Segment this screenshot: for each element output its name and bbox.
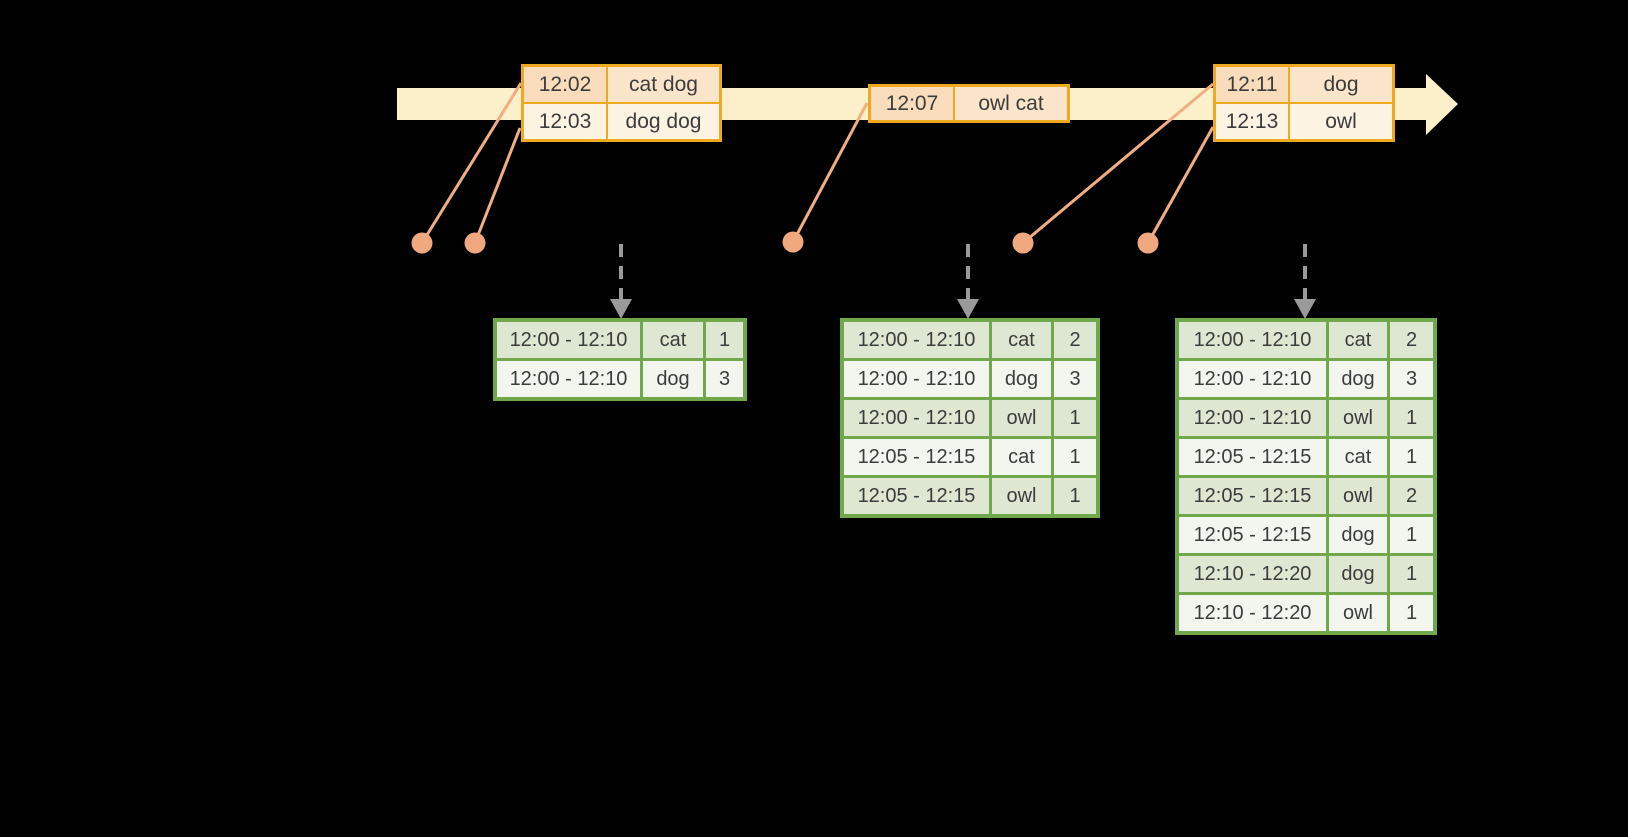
event-row: 12:13 owl — [1216, 104, 1392, 139]
word-cell: cat — [1329, 322, 1387, 358]
event-dot — [1137, 232, 1159, 254]
table-row: 12:00 - 12:10 cat 2 — [1179, 322, 1433, 358]
event-words: owl cat — [955, 87, 1067, 120]
table-row: 12:00 - 12:10 dog 3 — [844, 361, 1096, 397]
count-cell: 1 — [1390, 556, 1433, 592]
count-cell: 2 — [1390, 478, 1433, 514]
table-row: 12:05 - 12:15 owl 1 — [844, 478, 1096, 514]
event-time: 12:13 — [1216, 104, 1288, 139]
window-cell: 12:05 - 12:15 — [844, 439, 989, 475]
word-cell: dog — [1329, 517, 1387, 553]
event-box-3: 12:11 dog 12:13 owl — [1213, 64, 1395, 142]
window-cell: 12:05 - 12:15 — [1179, 478, 1326, 514]
count-cell: 3 — [706, 361, 743, 397]
table-row: 12:00 - 12:10 owl 1 — [844, 400, 1096, 436]
event-time: 12:11 — [1216, 67, 1288, 102]
trigger-arrowhead-icon — [610, 299, 632, 319]
timeline-arrowhead-icon — [1426, 74, 1458, 135]
count-cell: 1 — [706, 322, 743, 358]
event-words: dog — [1290, 67, 1392, 102]
event-dot — [782, 231, 804, 253]
event-dot — [464, 232, 486, 254]
window-cell: 12:00 - 12:10 — [497, 361, 640, 397]
event-box-1: 12:02 cat dog 12:03 dog dog — [521, 64, 722, 142]
count-cell: 1 — [1390, 517, 1433, 553]
event-row: 12:11 dog — [1216, 67, 1392, 102]
event-row: 12:02 cat dog — [524, 67, 719, 102]
window-cell: 12:05 - 12:15 — [1179, 517, 1326, 553]
word-cell: dog — [1329, 361, 1387, 397]
table-row: 12:00 - 12:10 owl 1 — [1179, 400, 1433, 436]
word-cell: dog — [643, 361, 703, 397]
event-words: owl — [1290, 104, 1392, 139]
event-dot — [411, 232, 433, 254]
connector-line — [473, 127, 522, 244]
connector-line — [1022, 82, 1214, 245]
count-cell: 2 — [1054, 322, 1096, 358]
event-time: 12:02 — [524, 67, 606, 102]
count-cell: 3 — [1390, 361, 1433, 397]
count-cell: 1 — [1054, 439, 1096, 475]
trigger-arrowhead-icon — [1294, 299, 1316, 319]
word-cell: owl — [1329, 478, 1387, 514]
count-cell: 1 — [1390, 595, 1433, 631]
count-cell: 1 — [1390, 400, 1433, 436]
word-cell: owl — [1329, 400, 1387, 436]
word-cell: cat — [1329, 439, 1387, 475]
word-cell: cat — [992, 322, 1051, 358]
window-cell: 12:00 - 12:10 — [1179, 322, 1326, 358]
event-dot — [1012, 232, 1034, 254]
word-cell: dog — [1329, 556, 1387, 592]
event-words: cat dog — [608, 67, 719, 102]
window-cell: 12:10 - 12:20 — [1179, 556, 1326, 592]
connector-line — [791, 102, 869, 243]
table-row: 12:05 - 12:15 dog 1 — [1179, 517, 1433, 553]
table-row: 12:00 - 12:10 dog 3 — [1179, 361, 1433, 397]
window-cell: 12:05 - 12:15 — [844, 478, 989, 514]
count-cell: 1 — [1390, 439, 1433, 475]
event-row: 12:07 owl cat — [871, 87, 1067, 120]
trigger-arrowhead-icon — [957, 299, 979, 319]
count-cell: 1 — [1054, 400, 1096, 436]
window-cell: 12:00 - 12:10 — [844, 361, 989, 397]
window-cell: 12:05 - 12:15 — [1179, 439, 1326, 475]
table-row: 12:05 - 12:15 cat 1 — [1179, 439, 1433, 475]
count-cell: 1 — [1054, 478, 1096, 514]
window-cell: 12:00 - 12:10 — [1179, 400, 1326, 436]
connector-line — [420, 82, 523, 244]
word-cell: dog — [992, 361, 1051, 397]
window-cell: 12:10 - 12:20 — [1179, 595, 1326, 631]
event-row: 12:03 dog dog — [524, 104, 719, 139]
event-words: dog dog — [608, 104, 719, 139]
event-box-2: 12:07 owl cat — [868, 84, 1070, 123]
event-time: 12:07 — [871, 87, 953, 120]
word-cell: owl — [992, 478, 1051, 514]
count-cell: 2 — [1390, 322, 1433, 358]
connector-line — [1146, 126, 1215, 244]
count-cell: 3 — [1054, 361, 1096, 397]
word-cell: cat — [643, 322, 703, 358]
event-time: 12:03 — [524, 104, 606, 139]
window-cell: 12:00 - 12:10 — [497, 322, 640, 358]
word-cell: owl — [1329, 595, 1387, 631]
window-cell: 12:00 - 12:10 — [844, 322, 989, 358]
table-row: 12:10 - 12:20 dog 1 — [1179, 556, 1433, 592]
word-cell: cat — [992, 439, 1051, 475]
window-cell: 12:00 - 12:10 — [1179, 361, 1326, 397]
table-row: 12:00 - 12:10 cat 1 — [497, 322, 743, 358]
word-cell: owl — [992, 400, 1051, 436]
table-row: 12:05 - 12:15 cat 1 — [844, 439, 1096, 475]
table-row: 12:00 - 12:10 cat 2 — [844, 322, 1096, 358]
table-row: 12:00 - 12:10 dog 3 — [497, 361, 743, 397]
result-table-2: 12:00 - 12:10 cat 2 12:00 - 12:10 dog 3 … — [840, 318, 1100, 518]
result-table-3: 12:00 - 12:10 cat 2 12:00 - 12:10 dog 3 … — [1175, 318, 1437, 635]
table-row: 12:10 - 12:20 owl 1 — [1179, 595, 1433, 631]
result-table-1: 12:00 - 12:10 cat 1 12:00 - 12:10 dog 3 — [493, 318, 747, 401]
window-cell: 12:00 - 12:10 — [844, 400, 989, 436]
table-row: 12:05 - 12:15 owl 2 — [1179, 478, 1433, 514]
